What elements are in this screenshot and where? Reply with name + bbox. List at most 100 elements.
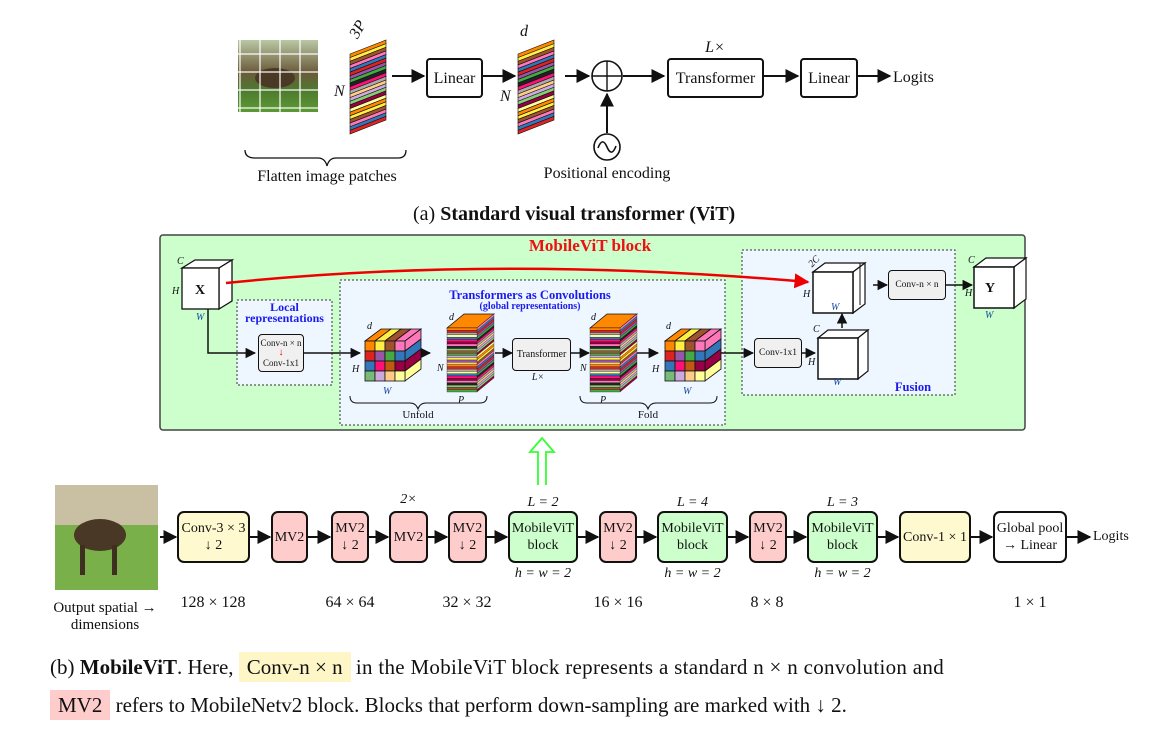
stripe <box>589 375 621 379</box>
patch-embedding-stack <box>349 39 387 135</box>
dim-h: H <box>651 364 660 375</box>
cube-cell <box>664 360 676 372</box>
stripe <box>446 341 478 345</box>
stage-mv2-box: MV2↓ 2 <box>448 511 487 563</box>
dim-d: d <box>666 321 672 332</box>
output-y-label: Y <box>985 281 995 296</box>
dim-w: W <box>985 310 995 321</box>
stage-label: block <box>826 538 859 553</box>
stripe <box>446 368 478 372</box>
tac-title: Transformers as Convolutions <box>449 288 611 302</box>
caption-prefix: (b) <box>50 655 75 679</box>
vit-linear-box: Linear <box>426 58 483 98</box>
stage-above-label: L = 3 <box>827 495 858 510</box>
dim-c: C <box>813 324 820 335</box>
stage-label: → Linear <box>1002 538 1058 553</box>
skip-connection-arrow <box>225 267 810 289</box>
stripe <box>446 366 478 370</box>
stage-label: ↓ 2 <box>341 538 359 553</box>
conv-output-cube-side <box>857 328 869 381</box>
cube-cell <box>384 340 396 352</box>
stripe <box>589 362 621 365</box>
dim-c: C <box>177 256 184 267</box>
cube-cell <box>684 360 696 372</box>
stripe <box>589 364 621 368</box>
stripe <box>446 330 478 333</box>
stage-label: MV2 <box>603 521 633 536</box>
dim-p: P <box>457 395 464 406</box>
caption-text: in the MobileViT block represents a stan… <box>355 655 944 679</box>
caption-b-line2: MV2 refers to MobileNetv2 block. Blocks … <box>50 690 847 720</box>
stage-label: ↓ 2 <box>609 538 627 553</box>
stage-label: Conv-3 × 3 <box>181 521 246 536</box>
stripe <box>446 375 478 379</box>
cube-cell <box>394 340 406 352</box>
fold-brace <box>579 395 718 411</box>
caption-text: . Here, <box>176 655 234 679</box>
cube-cell <box>384 360 396 372</box>
stripe <box>589 368 621 372</box>
cube-cell <box>674 350 686 362</box>
repeat-label: L× <box>704 39 725 56</box>
cube-cell <box>394 370 406 382</box>
local-rep-title: Local representations <box>245 300 324 325</box>
stage-below-label: h = w = 2 <box>814 566 871 581</box>
dim-w: W <box>833 377 843 388</box>
stripe <box>589 371 621 374</box>
stripe <box>589 334 621 338</box>
down-arrow-icon: ↓ <box>278 347 284 358</box>
stage-label: MobileViT <box>811 521 874 536</box>
stage-label: MobileViT <box>511 521 575 536</box>
cube-cell <box>364 360 376 372</box>
cube-cell <box>374 360 386 372</box>
dim-label: 64 × 64 <box>325 594 375 611</box>
dim-h: H <box>964 288 973 299</box>
dim-p: P <box>599 395 606 406</box>
caption-b-line1: (b) MobileViT. Here, Conv-n × n in the M… <box>50 652 944 682</box>
stage-label: MV2 <box>335 521 365 536</box>
stripe <box>446 380 478 384</box>
cube-cell <box>394 360 406 372</box>
stripe <box>446 350 478 354</box>
stripe <box>589 378 621 381</box>
sine-wave-icon <box>593 133 621 161</box>
cube-cell <box>664 370 676 382</box>
dim-label: 32 × 32 <box>442 594 492 611</box>
stripe <box>446 387 478 390</box>
stage-label: MobileViT <box>661 521 724 536</box>
output-tensor-cube-side <box>1013 256 1027 310</box>
input-image <box>55 485 158 590</box>
cube-cell <box>694 370 706 382</box>
caption-text: refers to MobileNetv2 block. Blocks that… <box>115 693 847 717</box>
stage-above-label: L = 2 <box>527 495 559 510</box>
dim-d: d <box>367 321 373 332</box>
stripe <box>446 364 478 368</box>
expand-arrow-icon <box>528 436 556 485</box>
patch-dim-n: N <box>333 83 346 100</box>
logits-label: Logits <box>893 69 934 86</box>
stripe <box>446 378 478 381</box>
cube-cell <box>394 350 406 362</box>
positional-encoding-label: Positional encoding <box>544 165 671 182</box>
stripe <box>589 348 621 352</box>
stripe <box>446 346 478 349</box>
stripe <box>446 352 478 356</box>
embed-dim-n: N <box>499 88 512 105</box>
cube-cell <box>364 340 376 352</box>
stripe <box>446 348 478 352</box>
stripe <box>446 382 478 386</box>
stripe <box>589 346 621 349</box>
concat-tensor-cube-side <box>852 261 866 315</box>
stripe <box>446 384 478 388</box>
stripe <box>589 339 621 342</box>
input-x-label: X <box>195 283 205 298</box>
flatten-label: Flatten image patches <box>257 168 397 185</box>
fold-label: Fold <box>638 409 659 421</box>
stage-label: ↓ 2 <box>759 538 777 553</box>
stage-conv-box: Conv-3 × 3↓ 2 <box>177 511 250 563</box>
stripe <box>589 336 621 340</box>
cube-cell <box>694 360 706 372</box>
output-label-1: Output spatial → <box>53 600 157 616</box>
stripe <box>446 334 478 338</box>
stage-mvit-box: MobileViT block <box>807 511 878 563</box>
